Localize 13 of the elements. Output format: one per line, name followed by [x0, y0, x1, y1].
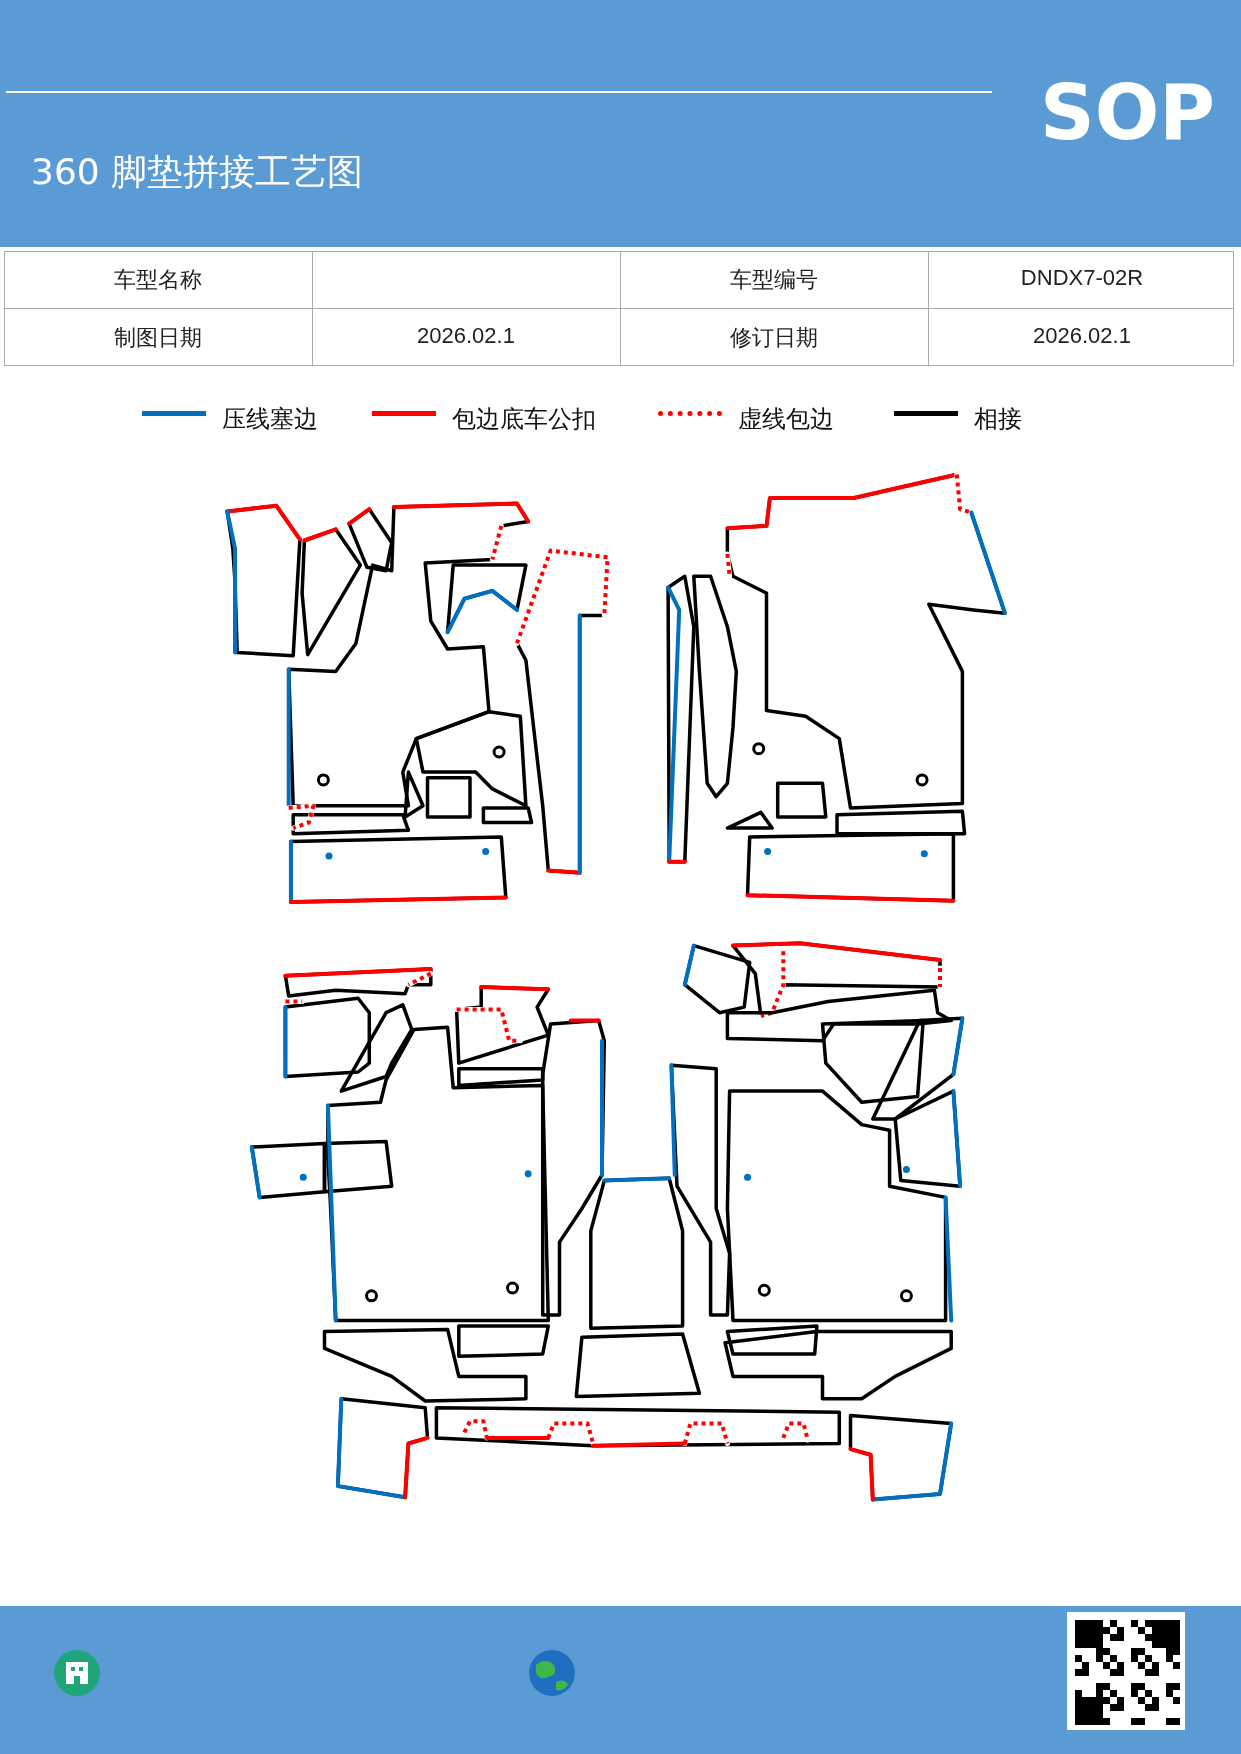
legend-label: 相接: [974, 404, 1022, 435]
legend-label: 包边底车公扣: [452, 404, 596, 435]
field-label: 车型名称: [113, 266, 203, 294]
legend-label: 虚线包边: [738, 404, 834, 435]
field-label: 修订日期: [729, 324, 819, 352]
field-value: 2026.02.1: [1032, 323, 1132, 349]
field-label: 制图日期: [113, 324, 203, 352]
field-label: 车型编号: [729, 266, 819, 294]
field-value: 2026.02.1: [416, 323, 516, 349]
field-value: DNDX7-02R: [1019, 265, 1145, 291]
page-title: 360 脚垫拼接工艺图: [31, 150, 364, 194]
document-code: SOP: [1040, 68, 1216, 157]
legend-label: 压线塞边: [222, 404, 318, 435]
